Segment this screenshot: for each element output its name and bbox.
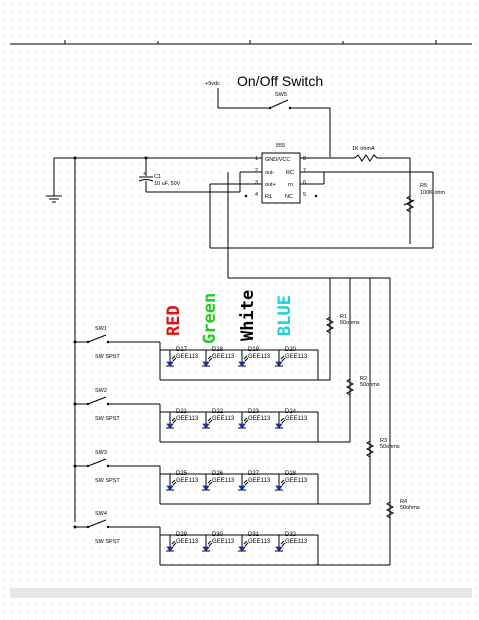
row4-switch: SW4	[95, 511, 107, 517]
pin7-num: 7	[303, 168, 306, 174]
diode-part: GEE113	[212, 539, 235, 545]
diode-part: GEE113	[285, 354, 308, 360]
diode-label: D32	[285, 532, 297, 538]
row2-type: SW SPST	[95, 416, 120, 422]
color-labels: RED Green White BLUE	[164, 290, 295, 344]
row1-type: SW SPST	[95, 354, 120, 360]
diode-part: GEE113	[212, 416, 235, 422]
diode-part: GEE113	[212, 354, 235, 360]
switch-title: On/Off Switch	[237, 73, 323, 89]
row3-switch: SW3	[95, 450, 107, 456]
pot-name: R5	[420, 183, 427, 189]
label-green: Green	[200, 293, 220, 344]
diode-label: D17	[176, 347, 188, 353]
pin3-num: 3	[255, 180, 258, 186]
diode-label: D28	[285, 471, 297, 477]
power-section: +9vdc SW5	[205, 81, 331, 157]
row4-type: SW SPST	[95, 539, 120, 545]
pin1-num: 1	[255, 156, 258, 162]
pin5-num: 5	[303, 192, 306, 198]
supply-label: +9vdc	[205, 81, 220, 87]
pin1-name: GND/VCC	[265, 157, 290, 163]
row3-type: SW SPST	[95, 478, 120, 484]
row2-resistor: R2	[360, 376, 367, 382]
timer-wiring: + C1 10 uF, 50V 1K ohmA R5 100K ohm	[46, 146, 445, 522]
row2-switch: SW2	[95, 388, 107, 394]
diode-label: D23	[248, 409, 260, 415]
diode-label: D26	[212, 471, 224, 477]
diode-label: D22	[212, 409, 224, 415]
pin8-num: 8	[303, 156, 306, 162]
diode-part: GEE113	[285, 416, 308, 422]
pin4-num: 4	[255, 192, 258, 198]
diode-label: D19	[248, 347, 260, 353]
diode-part: GEE113	[176, 539, 199, 545]
label-red: RED	[164, 305, 184, 336]
diode-label: D29	[176, 532, 188, 538]
diode-part: GEE113	[248, 539, 271, 545]
diode-part: GEE113	[248, 478, 271, 484]
diode-label: D27	[248, 471, 260, 477]
pin6-name: rn	[288, 182, 293, 188]
resistor-top-value: 1K ohmA	[352, 146, 375, 152]
cap-polarity: +	[143, 171, 146, 177]
row4-res-value: 50ohms	[400, 505, 420, 511]
diode-label: D25	[176, 471, 188, 477]
switch-main-label: SW5	[275, 92, 287, 98]
pin4-name: R1	[265, 194, 272, 200]
horizontal-scrollbar[interactable]	[10, 588, 472, 598]
pin7-name: RC	[286, 170, 294, 176]
label-blue: BLUE	[275, 295, 295, 336]
diode-label: D21	[176, 409, 188, 415]
cap-value: 10 uF, 50V	[154, 181, 181, 187]
pin2-num: 2	[255, 168, 258, 174]
row4-resistor: R4	[400, 499, 407, 505]
row1-switch: SW1	[95, 326, 107, 332]
diode-part: GEE113	[285, 478, 308, 484]
diode-label: D31	[248, 532, 260, 538]
pin5-name: NC	[285, 194, 293, 200]
diode-part: GEE113	[285, 539, 308, 545]
timer-ic: 555 GND/VCC out- out+ R1 RC rn NC 1 2 3 …	[244, 143, 318, 204]
label-white: White	[238, 290, 258, 341]
row3-resistor: R3	[380, 438, 387, 444]
pin2-name: out-	[265, 170, 275, 176]
diode-part: GEE113	[176, 416, 199, 422]
diode-part: GEE113	[176, 478, 199, 484]
diode-part: GEE113	[176, 354, 199, 360]
diode-part: GEE113	[212, 478, 235, 484]
top-ruler	[10, 40, 472, 45]
pin3-name: out+	[265, 182, 276, 188]
diode-part: GEE113	[248, 354, 271, 360]
diode-part: GEE113	[248, 416, 271, 422]
diode-label: D18	[212, 347, 224, 353]
cap-name: C1	[154, 174, 161, 180]
pin6-num: 6	[303, 180, 306, 186]
timer-part: 555	[276, 143, 285, 149]
diode-label: D24	[285, 409, 297, 415]
diode-label: D30	[212, 532, 224, 538]
diode-label: D20	[285, 347, 297, 353]
row1-resistor: R1	[340, 314, 347, 320]
